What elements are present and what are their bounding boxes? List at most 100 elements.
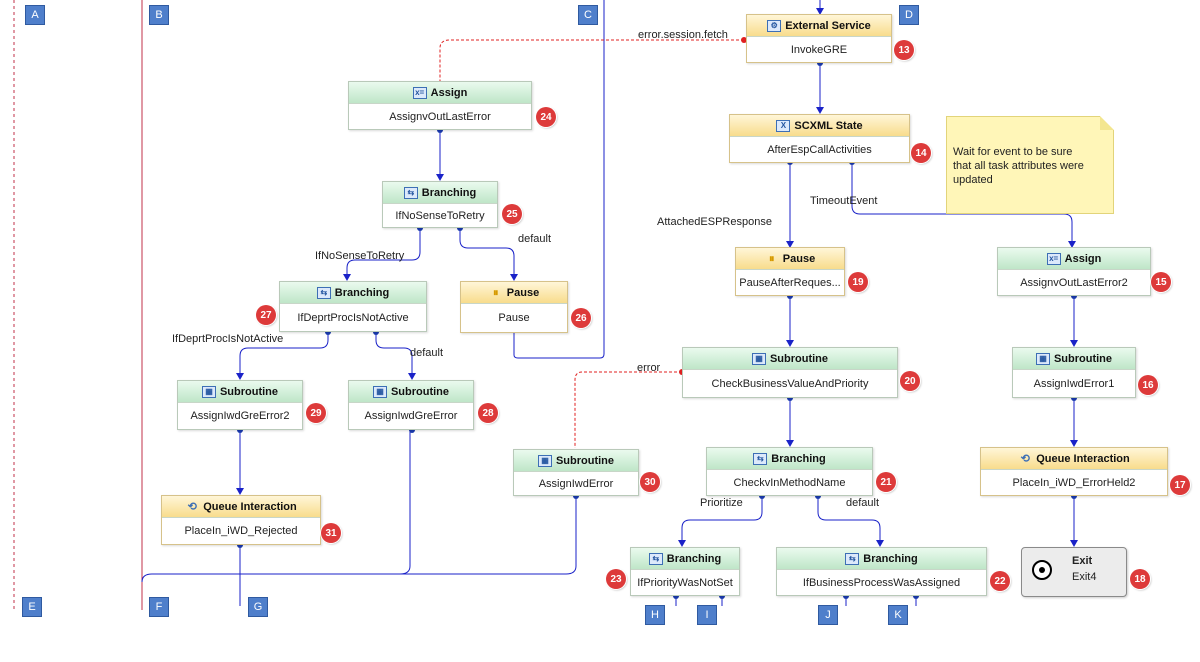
- note-line-2: that all task attributes were: [953, 160, 1084, 172]
- node-type: Subroutine: [219, 385, 279, 398]
- node-exit-18[interactable]: Exit Exit4: [1021, 547, 1127, 597]
- edge-label-attached-esp-response: AttachedESPResponse: [657, 216, 772, 228]
- edge-label-error-20: error: [637, 362, 661, 374]
- node-name: PlaceIn_iWD_Rejected: [184, 525, 298, 537]
- node-name: IfPriorityWasNotSet: [637, 576, 733, 589]
- node-name: IfDeprtProcIsNotActive: [297, 311, 409, 324]
- node-queue-interaction-31[interactable]: ⟲ Queue Interaction PlaceIn_iWD_Rejected: [161, 495, 321, 545]
- badge-14: 14: [911, 143, 931, 163]
- node-subroutine-20[interactable]: ▦Subroutine CheckBusinessValueAndPriorit…: [682, 347, 898, 398]
- subroutine-icon: ▦: [201, 385, 216, 398]
- badge-28: 28: [478, 403, 498, 423]
- badge-19: 19: [848, 272, 868, 292]
- node-type: Branching: [666, 552, 722, 565]
- node-external-service-13[interactable]: ⚙External Service InvokeGRE: [746, 14, 892, 63]
- subroutine-icon: ▦: [372, 385, 387, 398]
- node-subroutine-28[interactable]: ▦Subroutine AssignIwdGreError: [348, 380, 474, 430]
- connector-b[interactable]: B: [149, 5, 169, 25]
- edge-14-to-15: [851, 162, 1076, 248]
- assign-icon: x=: [1046, 252, 1061, 265]
- edge-27-to-29: [236, 332, 329, 380]
- subroutine-icon: ▦: [537, 454, 552, 467]
- node-type: Branching: [863, 552, 918, 565]
- pause-icon: ⏸: [493, 286, 499, 299]
- node-type: Queue Interaction: [1036, 452, 1130, 465]
- annotation-note[interactable]: Wait for event to be sure that all task …: [946, 116, 1114, 214]
- edge-30-to-f: [400, 496, 577, 575]
- badge-22: 22: [990, 571, 1010, 591]
- connector-e[interactable]: E: [22, 597, 42, 617]
- edge-label-if-no-sense-to-retry: IfNoSenseToRetry: [315, 250, 405, 262]
- node-name: IfNoSenseToRetry: [395, 209, 485, 222]
- edge-label-error-session-fetch: error.session.fetch: [638, 29, 728, 41]
- node-subroutine-30[interactable]: ▦Subroutine AssignIwdError: [513, 449, 639, 496]
- connector-g[interactable]: G: [248, 597, 268, 617]
- edge-25-to-26: [459, 228, 518, 281]
- node-assign-24[interactable]: x=Assign AssignvOutLastError: [348, 81, 532, 130]
- node-branching-22[interactable]: ⇆Branching IfBusinessProcessWasAssigned: [776, 547, 987, 596]
- node-name: PauseAfterReques...: [739, 276, 841, 289]
- edge-error-13-to-24: [439, 39, 744, 85]
- node-name: InvokeGRE: [790, 43, 848, 56]
- node-branching-27[interactable]: ⇆Branching IfDeprtProcIsNotActive: [279, 281, 427, 332]
- node-pause-26[interactable]: ⏸Pause Pause: [460, 281, 568, 333]
- node-name: CheckvInMethodName: [733, 476, 846, 489]
- assign-icon: x=: [412, 86, 427, 99]
- connector-a[interactable]: A: [25, 5, 45, 25]
- note-fold: [1100, 116, 1114, 130]
- connector-h[interactable]: H: [645, 605, 665, 625]
- node-name: AssignvOutLastError2: [1020, 276, 1128, 289]
- queue-interaction-icon: ⟲: [187, 500, 197, 513]
- node-name: AssignvOutLastError: [389, 110, 491, 123]
- node-name: AssignIwdError1: [1033, 377, 1115, 390]
- branching-icon: ⇆: [648, 552, 663, 565]
- edge-label-default-27: default: [410, 347, 444, 359]
- edge-label-if-deprt-proc: IfDeprtProcIsNotActive: [172, 333, 284, 345]
- pause-icon: ⏸: [769, 252, 775, 265]
- node-pause-19[interactable]: ⏸Pause PauseAfterReques...: [735, 247, 845, 296]
- edge-21-to-23: [678, 496, 763, 547]
- connector-k[interactable]: K: [888, 605, 908, 625]
- node-assign-15[interactable]: x=Assign AssignvOutLastError2: [997, 247, 1151, 296]
- node-branching-23[interactable]: ⇆Branching IfPriorityWasNotSet: [630, 547, 740, 596]
- node-type: SCXML State: [794, 119, 863, 132]
- badge-26: 26: [571, 308, 591, 328]
- node-type: Queue Interaction: [203, 500, 297, 513]
- node-name: Pause: [498, 312, 530, 324]
- node-branching-21[interactable]: ⇆Branching CheckvInMethodName: [706, 447, 873, 496]
- node-queue-interaction-17[interactable]: ⟲Queue Interaction PlaceIn_iWD_ErrorHeld…: [980, 447, 1168, 496]
- badge-24: 24: [536, 107, 556, 127]
- connector-f[interactable]: F: [149, 597, 169, 617]
- badge-13: 13: [894, 40, 914, 60]
- edge-label-default-25: default: [518, 233, 552, 245]
- badge-16: 16: [1138, 375, 1158, 395]
- badge-29: 29: [306, 403, 326, 423]
- badge-23: 23: [606, 569, 626, 589]
- exit-icon: [1032, 560, 1052, 580]
- connector-c[interactable]: C: [578, 5, 598, 25]
- subroutine-icon: ▦: [751, 352, 766, 365]
- subroutine-icon: ▦: [1035, 352, 1050, 365]
- node-type: Assign: [1064, 252, 1102, 265]
- connector-j[interactable]: J: [818, 605, 838, 625]
- edge-25-to-27: [343, 228, 421, 281]
- node-name: AssignIwdGreError2: [190, 410, 290, 422]
- node-branching-25[interactable]: ⇆Branching IfNoSenseToRetry: [382, 181, 498, 228]
- node-type: Exit: [1072, 555, 1093, 567]
- badge-20: 20: [900, 371, 920, 391]
- node-type: External Service: [785, 19, 871, 32]
- badge-15: 15: [1151, 272, 1171, 292]
- node-subroutine-29[interactable]: ▦Subroutine AssignIwdGreError2: [177, 380, 303, 430]
- note-line-1: Wait for event to be sure: [953, 146, 1073, 158]
- edge-label-default-21: default: [846, 497, 880, 509]
- connector-i[interactable]: I: [697, 605, 717, 625]
- node-subroutine-16[interactable]: ▦Subroutine AssignIwdError1: [1012, 347, 1136, 398]
- edge-label-prioritize: Prioritize: [700, 497, 743, 509]
- connector-d[interactable]: D: [899, 5, 919, 25]
- node-type: Branching: [421, 186, 477, 199]
- scxml-state-icon: X: [776, 119, 791, 132]
- badge-18: 18: [1130, 569, 1150, 589]
- node-name: Exit4: [1072, 571, 1097, 583]
